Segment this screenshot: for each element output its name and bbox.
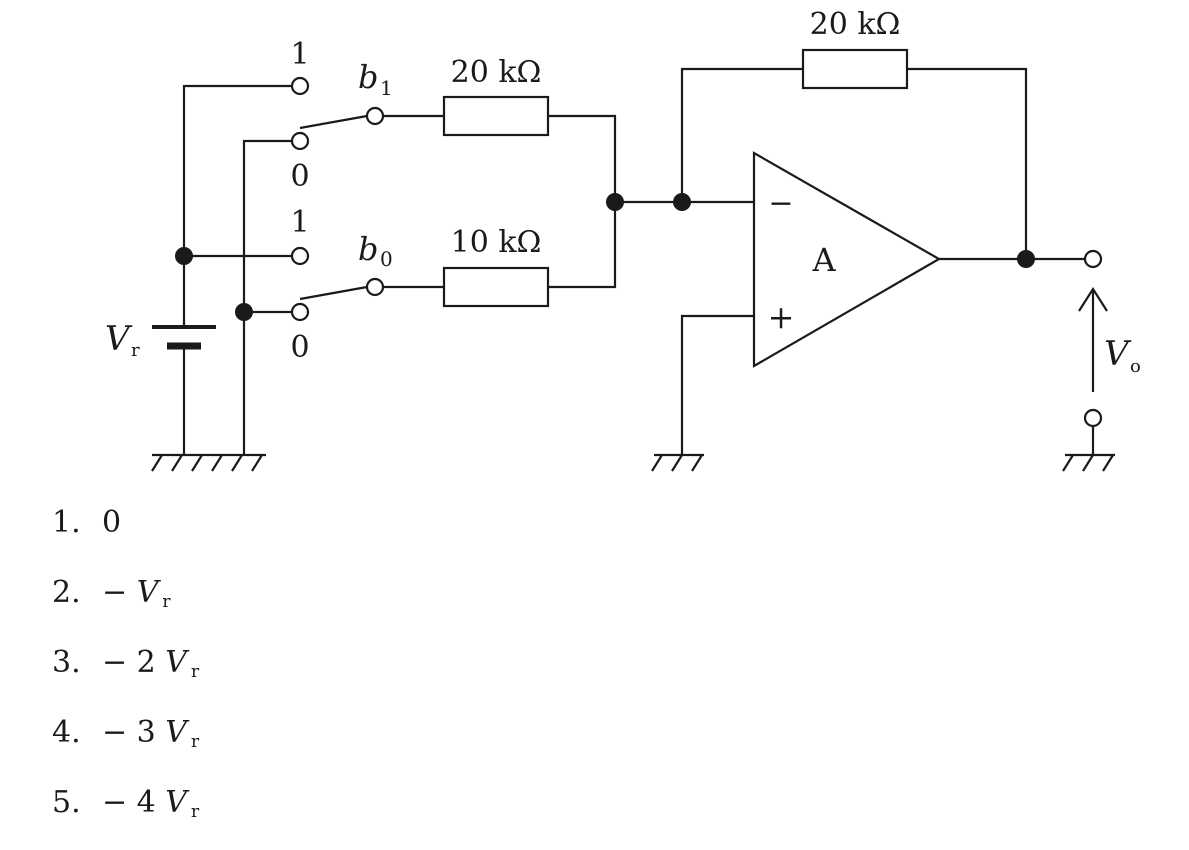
choice-variable-sub: r	[162, 592, 171, 612]
resistor-10k-b0-label: 10 kΩ	[451, 225, 542, 260]
choice-coefficient: − 4	[102, 785, 166, 820]
choice-variable: V	[136, 575, 159, 610]
junction-node	[235, 303, 253, 321]
switch-b1-terminal-1	[290, 76, 310, 96]
resistor-feedback-label: 20 kΩ	[810, 7, 901, 42]
opamp	[752, 151, 942, 368]
choice-number: 2.	[52, 575, 81, 610]
choice-variable-sub: r	[190, 662, 200, 682]
choice-number: 3.	[52, 645, 81, 680]
noninverting-input-sign: +	[768, 298, 795, 336]
output-voltage-arrow	[1078, 286, 1108, 392]
ground-symbol-output	[1062, 453, 1115, 472]
switch-b1-label: b	[358, 58, 378, 96]
output-label: V	[1104, 334, 1132, 374]
output-terminal	[1083, 249, 1103, 269]
switch-b0-pos0-label: 0	[290, 330, 309, 365]
switch-b1-common	[365, 106, 385, 126]
summing-node	[606, 193, 624, 211]
switch-b1-label-sub: 1	[380, 76, 393, 100]
choice-variable-sub: r	[190, 732, 200, 752]
choice-variable: V	[165, 645, 187, 680]
output-label-sub: o	[1130, 356, 1141, 377]
switch-b1-terminal-0	[290, 131, 310, 151]
switch-b0-pos1-label: 1	[290, 205, 309, 240]
ground-symbol-opamp	[651, 453, 704, 472]
choice-value: 0	[102, 505, 122, 540]
opamp-label: A	[811, 241, 836, 279]
choice-variable-sub: r	[190, 802, 200, 822]
junction-node	[175, 247, 193, 265]
resistor-feedback	[801, 48, 909, 90]
vr-rail-wires	[182, 84, 293, 455]
choice-variable: V	[165, 785, 187, 820]
ground-symbol-left	[151, 453, 266, 472]
switch-b1-pos0-label: 0	[290, 159, 309, 194]
circuit-diagram: V r 1 0 b 1 1 0 b 0 20 kΩ 10 kΩ	[105, 7, 1141, 472]
switch-b0[interactable]	[290, 246, 385, 322]
battery-symbol	[152, 325, 216, 350]
resistor-20k-b1	[442, 95, 550, 137]
choice-coefficient: − 2	[102, 645, 166, 680]
inverting-input-sign: −	[768, 186, 793, 221]
choice-coefficient: − 3	[102, 715, 166, 750]
resistor-20k-b1-label: 20 kΩ	[451, 55, 542, 90]
ground-rail-wires	[242, 139, 293, 455]
switch-b1[interactable]	[290, 76, 385, 151]
switch-b0-terminal-0	[290, 302, 310, 322]
switch-b0-label-sub: 0	[380, 247, 393, 271]
switch-b1-pos1-label: 1	[290, 37, 309, 72]
choice-variable: V	[165, 715, 187, 750]
choice-number: 5.	[52, 785, 81, 820]
switch-b0-label: b	[358, 230, 378, 268]
output-node	[1017, 250, 1035, 268]
output-ground-terminal	[1083, 408, 1103, 428]
resistor-10k-b0	[442, 266, 550, 308]
choice-coefficient: −	[102, 575, 137, 610]
choice-1[interactable]: 1.0	[52, 500, 199, 570]
choice-number: 4.	[52, 715, 81, 750]
source-label: V	[105, 319, 133, 359]
source-label-sub: r	[131, 340, 140, 361]
choice-number: 1.	[52, 505, 81, 540]
switch-b0-common	[365, 277, 385, 297]
switch-b0-terminal-1	[290, 246, 310, 266]
